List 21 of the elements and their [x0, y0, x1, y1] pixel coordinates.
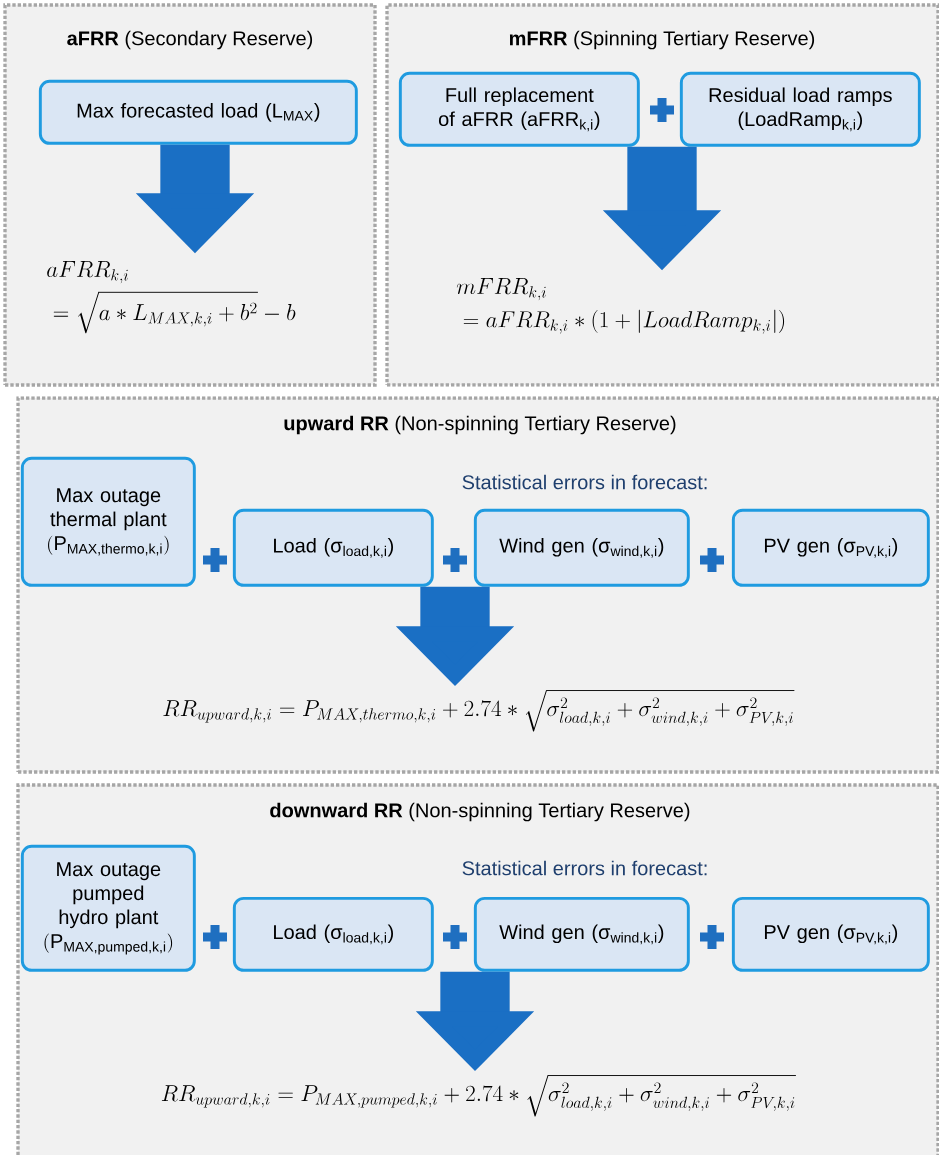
- input-box: PV gen (σ$_{PV,k,i}$): [731, 508, 930, 587]
- input-box: Max forecasted load (L$_{MAX}$): [38, 79, 358, 145]
- input-box: Wind gen (σ$_{wind,k,i}$): [473, 508, 690, 587]
- panel-heading: upward RR (Non-spinning Tertiary Reserve): [284, 415, 676, 435]
- panel-heading: mFRR (Spinning Tertiary Reserve): [509, 30, 815, 50]
- input-box: Load (σ$_{load,k,i}$): [232, 896, 434, 972]
- panel-heading: downward RR (Non-spinning Tertiary Reserve): [270, 802, 690, 822]
- input-box: Max outage thermal plant $(\text{P}_{\text{MAX,thermo,k,i}})$: [20, 456, 196, 587]
- group-heading: Statistical errors in forecast:: [462, 860, 707, 876]
- formula: $\begin{aligned}&aFRR_{k,i}\\&=\sqrt{a*L_{MAX,k,i}+b^{2}}-b\end{aligned}$: [47, 261, 296, 334]
- formula: $RR_{upward,k,i}=P_{MAX,thermo,k,i}+2.74*\sqrt{\sigma_{load,k,i}^{2}+\sigma_{wind,k,i}^{2}+\sigma_{PV,k,i}^{2}}$: [163, 690, 795, 732]
- input-box: Wind gen (σ$_{wind,k,i}$): [473, 896, 690, 972]
- input-box: Full replacement of aFRR (aFRR$_{k,i}$): [398, 71, 640, 147]
- group-heading: Statistical errors in forecast:: [462, 474, 707, 490]
- input-box: Max outage pumped hydro plant $(\text{P}_{\text{MAX,pumped,k,i}})$: [20, 844, 196, 972]
- panel-heading: aFRR (Secondary Reserve): [67, 30, 313, 50]
- input-box: Residual load ramps (LoadRamp$_{k,i}$): [679, 71, 921, 147]
- formula: $RR_{upward,k,i}=P_{MAX,pumped,k,i}+2.74*\sqrt{\sigma_{load,k,i}^{2}+\sigma_{wind,k,i}^{2}+\sigma_{PV,k,i}^{2}}$: [161, 1075, 796, 1117]
- input-box: PV gen (σ$_{PV,k,i}$): [731, 896, 930, 972]
- formula: $\begin{aligned}&mFRR_{k,i}\\&=aFRR_{k,i}*\left(1+\left|LoadRamp_{k,i}\right|\right)\end{aligned}$: [456, 278, 785, 334]
- input-box: Load (σ$_{load,k,i}$): [232, 508, 434, 587]
